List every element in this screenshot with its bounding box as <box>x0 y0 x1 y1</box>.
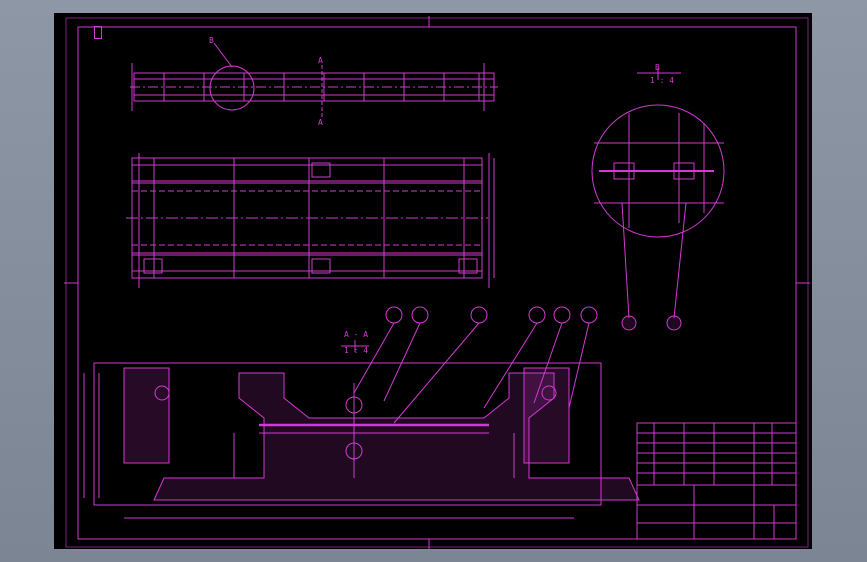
label-b-callout: B <box>209 36 214 45</box>
label-detail-b: B <box>655 63 660 72</box>
section-view-aa <box>83 340 640 519</box>
label-cut-a-top: A <box>318 56 323 65</box>
detail-view-b <box>591 68 725 331</box>
label-detail-scale: 1 : 4 <box>650 76 674 85</box>
front-view <box>126 153 495 288</box>
label-section-scale: 1 : 4 <box>344 346 368 355</box>
balloon-leaders <box>353 306 598 424</box>
label-section-aa: A - A <box>344 330 368 339</box>
cad-viewport[interactable]: B A A B 1 : 4 A - A 1 : 4 <box>54 13 812 549</box>
label-cut-a-bottom: A <box>318 118 323 127</box>
title-block <box>636 422 797 540</box>
top-view <box>130 42 498 117</box>
detail-circle-b <box>209 65 255 111</box>
engineering-drawing: B A A B 1 : 4 A - A 1 : 4 <box>64 16 810 549</box>
drawing-stamp <box>94 26 102 39</box>
